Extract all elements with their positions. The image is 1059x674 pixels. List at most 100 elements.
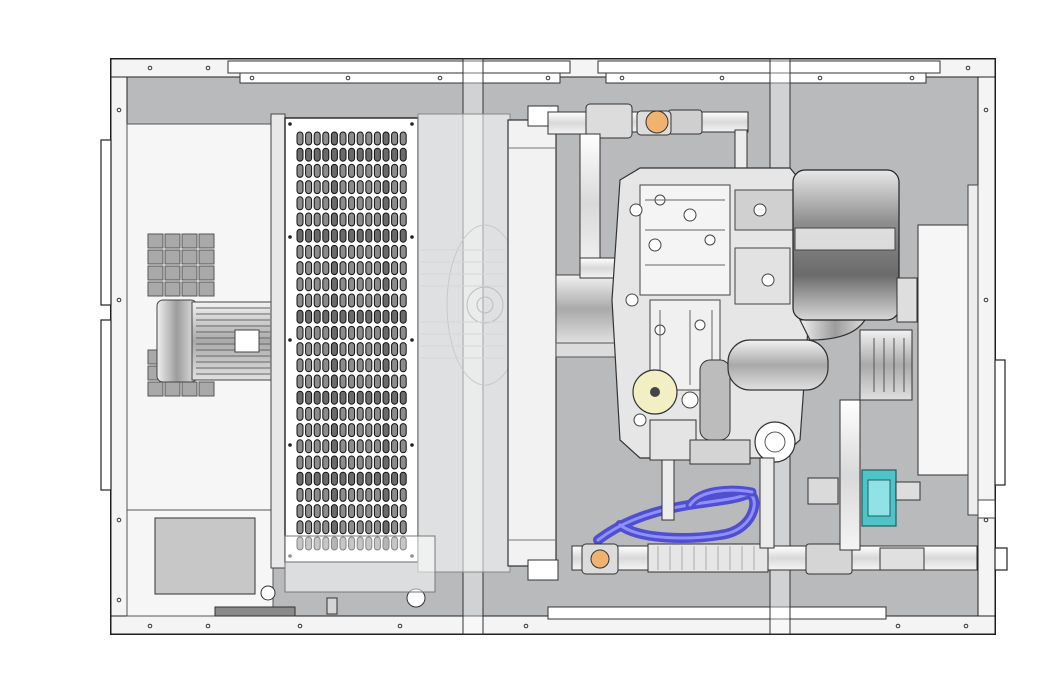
grille-slot (305, 358, 313, 373)
grille-slot (330, 196, 338, 211)
grille-slot (322, 212, 330, 227)
grille-slot (313, 406, 321, 421)
grille-slot (399, 147, 407, 162)
grille-slot (399, 293, 407, 308)
grille-slot (322, 455, 330, 470)
grille-slot (365, 471, 373, 486)
grille-slot (330, 390, 338, 405)
grille-slot (373, 439, 381, 454)
grille-slot (322, 228, 330, 243)
grille-slot (365, 309, 373, 324)
grille-slot (339, 212, 347, 227)
grille-slot (382, 504, 390, 519)
grille-slot (399, 212, 407, 227)
grille-slot (296, 423, 304, 438)
grille-slot (296, 180, 304, 195)
grille-slot (339, 423, 347, 438)
grille-slot (305, 471, 313, 486)
grille-slot (348, 520, 356, 535)
grille-slot (365, 342, 373, 357)
grille-slot (382, 163, 390, 178)
grille-slot (382, 293, 390, 308)
grille-slot (391, 471, 399, 486)
grille-slot (391, 342, 399, 357)
grille-slot (382, 180, 390, 195)
grille-slot (313, 520, 321, 535)
grille-slot (296, 504, 304, 519)
grille-slot (305, 163, 313, 178)
grille-slot (391, 358, 399, 373)
grille-slot (399, 374, 407, 389)
grille-slot (313, 277, 321, 292)
grille-slot (399, 342, 407, 357)
grille-slot (356, 228, 364, 243)
grille-slot (382, 487, 390, 502)
grille-slot (348, 244, 356, 259)
grille-slot (313, 309, 321, 324)
grille-slot (313, 390, 321, 405)
grille-slot (356, 163, 364, 178)
grille-slot (348, 212, 356, 227)
grille-slot (365, 228, 373, 243)
grille-slot (373, 228, 381, 243)
grille-slot (322, 520, 330, 535)
grille-slot (296, 163, 304, 178)
grille-slot (365, 261, 373, 276)
grille-slot (399, 455, 407, 470)
grille-slot (313, 374, 321, 389)
grille-slot (391, 261, 399, 276)
grille-slot (305, 228, 313, 243)
grille-slot (399, 423, 407, 438)
grille-slot (373, 163, 381, 178)
grille-slot (296, 325, 304, 340)
grille-slot (373, 244, 381, 259)
grille-slot (330, 325, 338, 340)
grille-slot (391, 325, 399, 340)
grille-slot (322, 163, 330, 178)
grille-slot (305, 504, 313, 519)
grille-slot (313, 504, 321, 519)
grille-slot (305, 406, 313, 421)
grille-slot (305, 374, 313, 389)
grille-slot (365, 212, 373, 227)
grille-slot (391, 277, 399, 292)
grille-slot (365, 374, 373, 389)
grille-slot (391, 196, 399, 211)
grille-slot (296, 244, 304, 259)
grille-slot (330, 244, 338, 259)
grille-slot (365, 131, 373, 146)
grille-slot (330, 163, 338, 178)
grille-slot (296, 520, 304, 535)
grille-slot (356, 131, 364, 146)
grille-slot (365, 406, 373, 421)
grille-slot (356, 423, 364, 438)
fan-housing (284, 113, 524, 593)
grille-slot (373, 196, 381, 211)
grille-slot (399, 504, 407, 519)
grille-slot (382, 390, 390, 405)
grille-slot (322, 342, 330, 357)
grille-slot (399, 228, 407, 243)
grille-slot (296, 358, 304, 373)
grille-slot (313, 261, 321, 276)
grille-slot (339, 131, 347, 146)
grille-slot (391, 147, 399, 162)
grille-slot (373, 131, 381, 146)
grille-slot (373, 423, 381, 438)
grille-slot (330, 406, 338, 421)
grille-slot (305, 147, 313, 162)
grille-slot (313, 244, 321, 259)
grille-slot (399, 406, 407, 421)
grille-slot (348, 390, 356, 405)
grille-slot (391, 244, 399, 259)
radiator-grille (270, 113, 419, 569)
grille-slot (365, 244, 373, 259)
grille-slot (313, 163, 321, 178)
grille-slot (339, 196, 347, 211)
grille-slot (313, 423, 321, 438)
grille-slot (356, 293, 364, 308)
grille-slot (348, 147, 356, 162)
grille-slot (322, 504, 330, 519)
grille-slot (348, 163, 356, 178)
